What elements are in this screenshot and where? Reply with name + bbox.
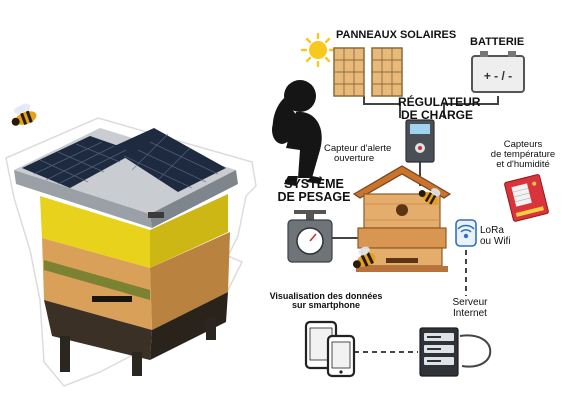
temp-humidity-sensors-label: Capteurs de température et d'humidité [482, 140, 564, 170]
internet-server-label-line: Internet [453, 307, 487, 319]
smartphone-tablet-icon [304, 320, 356, 378]
data-visualisation-label-line: sur smartphone [291, 300, 360, 311]
opening-sensor-label-line: Capteur d'alerte [324, 143, 392, 154]
lora-wifi-label-line: LoRa [480, 225, 504, 236]
solar-panels-icon [333, 47, 403, 97]
temp-humidity-sensors-label-line: et d'humidité [496, 158, 550, 170]
lora-wifi-label-line: ou Wifi [480, 235, 511, 247]
battery-label: BATTERIE [470, 36, 525, 48]
charge-regulator-label: RÉGULATEUR DE CHARGE [398, 95, 481, 122]
internet-server-icon [419, 327, 459, 377]
weighing-system-label: SYSTÈME DE PESAGE [276, 177, 352, 205]
bee-icon [11, 103, 37, 126]
charge-regulator-label-line: DE CHARGE [400, 107, 473, 122]
data-visualisation-label-line: Visualisation des données [269, 291, 383, 301]
bee-icon [352, 246, 376, 269]
lora-wifi-label: LoRa ou Wifi [480, 225, 511, 247]
battery-symbols: + - / - [484, 69, 512, 83]
bee-icon [418, 188, 441, 205]
internet-server-label: Serveur Internet [442, 297, 498, 319]
weighing-system-label-line: SYSTÈME [284, 177, 344, 191]
sun-icon [300, 32, 336, 68]
wireless-transmitter-icon [455, 219, 477, 247]
solar-panel-on-hive-right [110, 128, 226, 192]
data-visualisation-label: Visualisation des données sur smartphone [264, 291, 388, 311]
solar-panels-label: PANNEAUX SOLAIRES [336, 29, 457, 41]
charge-regulator-label-line: RÉGULATEUR [398, 95, 481, 109]
thief-silhouette-icon [272, 80, 322, 186]
wires [326, 96, 499, 368]
opening-sensor-label-line: ouverture [334, 152, 375, 164]
temperature-humidity-sensor-icon [504, 174, 549, 222]
weighing-system-label-line: DE PESAGE [277, 190, 351, 205]
weighing-scale-icon [287, 210, 333, 263]
temp-humidity-sensors-label-line: Capteurs [503, 139, 543, 150]
internet-server-label-line: Serveur [452, 297, 488, 308]
beehive-photo [5, 117, 257, 387]
charge-regulator-icon [405, 119, 435, 163]
opening-sensor-label: Capteur d'alerte ouverture [324, 144, 391, 164]
battery-icon: + - / - [471, 51, 525, 93]
temp-humidity-sensors-label-line: de température [490, 148, 556, 160]
